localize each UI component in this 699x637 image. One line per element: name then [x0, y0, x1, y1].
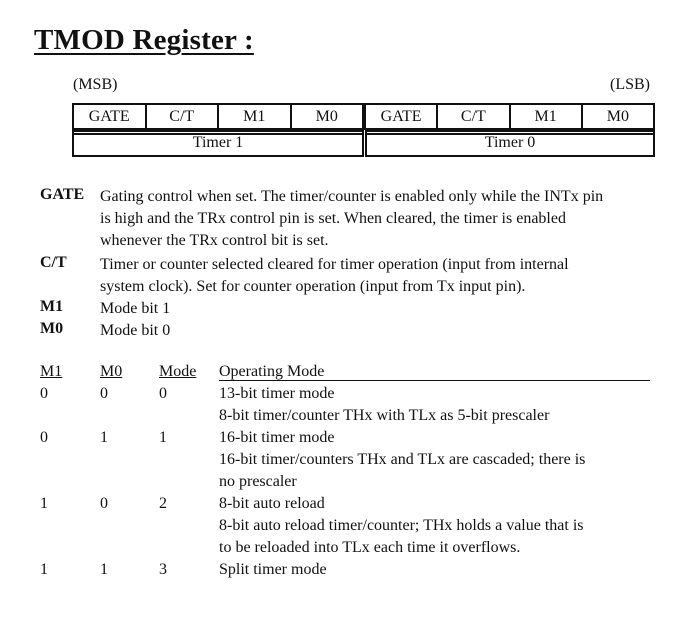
row-description-line: 8-bit auto reload	[219, 495, 325, 512]
definition-m0-text: Mode bit 0	[100, 322, 171, 339]
row-m0-value: 0	[100, 385, 108, 402]
definition-gate-line: is high and the TRx control pin is set. …	[100, 210, 566, 227]
row-description-line: Split timer mode	[219, 561, 327, 578]
header-mode: Mode	[159, 363, 197, 380]
row-mode-value: 3	[159, 561, 167, 578]
page-title: TMOD Register :	[34, 24, 254, 56]
row-m1-value: 1	[40, 561, 48, 578]
row-mode-value: 0	[159, 385, 167, 402]
timer0-m1-bit: M1	[508, 103, 583, 130]
definition-gate-line: whenever the TRx control bit is set.	[100, 232, 329, 249]
definition-ct-line: system clock). Set for counter operation…	[100, 278, 526, 295]
timer0-bit-fields: GATE C/T M1 M0	[363, 103, 656, 130]
msb-label: (MSB)	[73, 76, 118, 93]
row-description-line: 16-bit timer/counters THx and TLx are ca…	[219, 451, 586, 468]
timer0-gate-bit: GATE	[363, 103, 439, 130]
timer1-ct-bit: C/T	[144, 103, 219, 130]
header-m0: M0	[100, 363, 123, 380]
timer0-label: Timer 0	[484, 134, 536, 151]
timer1-bit-fields: GATE C/T M1 M0	[72, 103, 364, 130]
row-m0-value: 1	[100, 429, 108, 446]
timer1-gate-bit: GATE	[72, 103, 147, 130]
definition-m1-text: Mode bit 1	[100, 300, 171, 317]
lsb-label: (LSB)	[610, 76, 650, 93]
row-m1-value: 0	[40, 429, 48, 446]
row-description-line: to be reloaded into TLx each time it ove…	[219, 539, 521, 556]
definition-ct-line: Timer or counter selected cleared for ti…	[100, 256, 569, 273]
timer1-label: Timer 1	[192, 134, 244, 151]
timer0-ct-bit: C/T	[436, 103, 511, 130]
row-description-line: 16-bit timer mode	[219, 429, 335, 446]
row-m0-value: 1	[100, 561, 108, 578]
definition-gate-line: Gating control when set. The timer/count…	[100, 188, 604, 205]
timer1-m0-bit: M0	[289, 103, 364, 130]
definition-term-m1: M1	[40, 298, 64, 315]
row-m0-value: 0	[100, 495, 108, 512]
header-operating-mode: Operating Mode	[219, 363, 325, 380]
row-description-line: 13-bit timer mode	[219, 385, 335, 402]
timer0-m0-bit: M0	[580, 103, 656, 130]
timer1-group-label: Timer 1	[72, 130, 364, 157]
definition-term-ct: C/T	[40, 254, 67, 271]
definition-term-m0: M0	[40, 320, 64, 337]
row-mode-value: 1	[159, 429, 167, 446]
timer1-m1-bit: M1	[217, 103, 292, 130]
row-m1-value: 0	[40, 385, 48, 402]
row-description-line: 8-bit timer/counter THx with TLx as 5-bi…	[219, 407, 550, 424]
row-mode-value: 2	[159, 495, 167, 512]
row-m1-value: 1	[40, 495, 48, 512]
timer0-group-label: Timer 0	[365, 130, 655, 157]
row-description-line: no prescaler	[219, 473, 297, 490]
definition-term-gate: GATE	[40, 186, 85, 203]
row-description-line: 8-bit auto reload timer/counter; THx hol…	[219, 517, 584, 534]
header-m1: M1	[40, 363, 63, 380]
header-underline	[219, 380, 650, 381]
